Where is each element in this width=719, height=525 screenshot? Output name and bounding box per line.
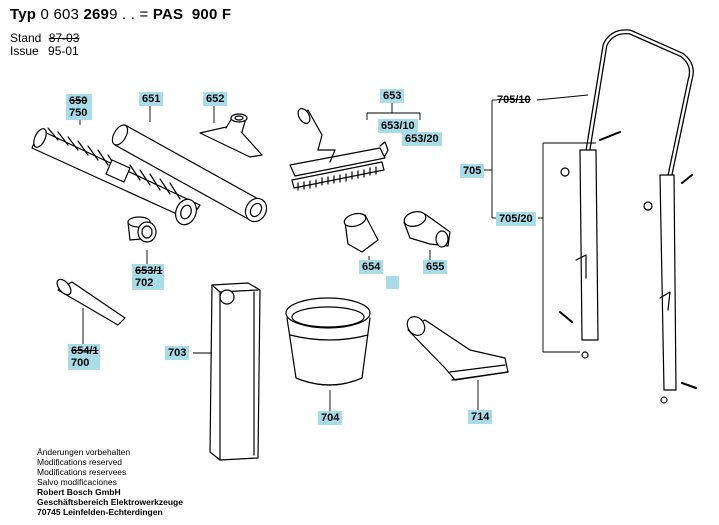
part-label-654: 654 — [359, 260, 384, 274]
part-label-653: 653 — [380, 89, 405, 103]
part-label-703: 703 — [165, 346, 190, 360]
note-changes-fr: Modifications reservees — [37, 467, 127, 477]
equals-sign: = — [139, 6, 149, 23]
type-header: Typ 0 603 2699 . . = PAS 900 F — [10, 6, 231, 23]
part-label-705-10: 705/10 — [497, 94, 531, 106]
part-number-750: 750 — [69, 107, 88, 119]
typ-suffix: 9 . . — [109, 6, 136, 23]
reducer-nozzle-drawing — [403, 211, 451, 248]
part-number-650: 650 — [69, 95, 88, 107]
stand-row: Stand 87-03 — [10, 31, 79, 45]
wide-nozzle-drawing — [406, 316, 509, 381]
part-number-700: 700 — [71, 357, 90, 369]
part-label-655: 655 — [423, 260, 448, 274]
part-number-654-1: 654/1 — [71, 345, 99, 357]
company-address: 70745 Leinfelden-Echterdingen — [37, 507, 163, 517]
hose-drawing — [31, 127, 201, 226]
issue-label: Issue — [10, 44, 39, 58]
filter-container-drawing — [285, 297, 371, 386]
part-label-650: 650 750 — [66, 94, 92, 120]
part-label-652: 652 — [203, 92, 228, 106]
tube-drawing — [111, 124, 268, 223]
part-number-653-1: 653/1 — [135, 265, 163, 277]
adapter-drawing — [127, 216, 157, 243]
part-label-654-1: 654/1 700 — [68, 344, 100, 370]
stand-label: Stand — [10, 31, 42, 45]
issue-value: 95-01 — [48, 44, 79, 58]
part-label-653-1: 653/1 702 — [132, 264, 164, 290]
part-label-714: 714 — [468, 410, 493, 424]
crevice-nozzle-drawing — [56, 278, 126, 326]
part-label-705: 705 — [460, 164, 485, 178]
typ-number: 269 — [83, 6, 110, 23]
extension-handle-drawing — [559, 29, 697, 404]
part-label-651: 651 — [139, 92, 164, 106]
leader-lines — [79, 94, 596, 412]
company-name: Robert Bosch GmbH — [37, 487, 121, 497]
note-changes-en: Modifications reserved — [37, 457, 123, 467]
part-number-705-10: 705/10 — [497, 94, 531, 106]
part-label-704: 704 — [318, 411, 343, 425]
footer-notes: Änderungen vorbehalten Modifications res… — [37, 447, 183, 517]
floor-nozzle-drawing — [289, 108, 389, 191]
empty-label-box — [386, 276, 399, 289]
part-label-653-10: 653/10 — [378, 119, 418, 133]
typ-prefix: 0 603 — [40, 6, 80, 23]
company-division: Geschäftsbereich Elektrowerkzeuge — [37, 497, 183, 507]
stand-value: 87-03 — [48, 31, 80, 45]
note-changes-de: Änderungen vorbehalten — [37, 447, 131, 457]
issue-row: Issue 95-01 — [10, 44, 79, 58]
round-nozzle-drawing — [343, 212, 379, 253]
part-number-702: 702 — [135, 277, 154, 289]
filter-bag-drawing — [209, 282, 261, 461]
model-name: PAS 900 F — [152, 6, 232, 23]
note-changes-es: Salvo modificaciones — [37, 477, 117, 487]
typ-label: Typ — [10, 6, 37, 23]
part-label-705-20: 705/20 — [496, 212, 536, 226]
upholstery-nozzle-drawing — [199, 113, 263, 158]
part-label-653-20: 653/20 — [402, 132, 442, 146]
